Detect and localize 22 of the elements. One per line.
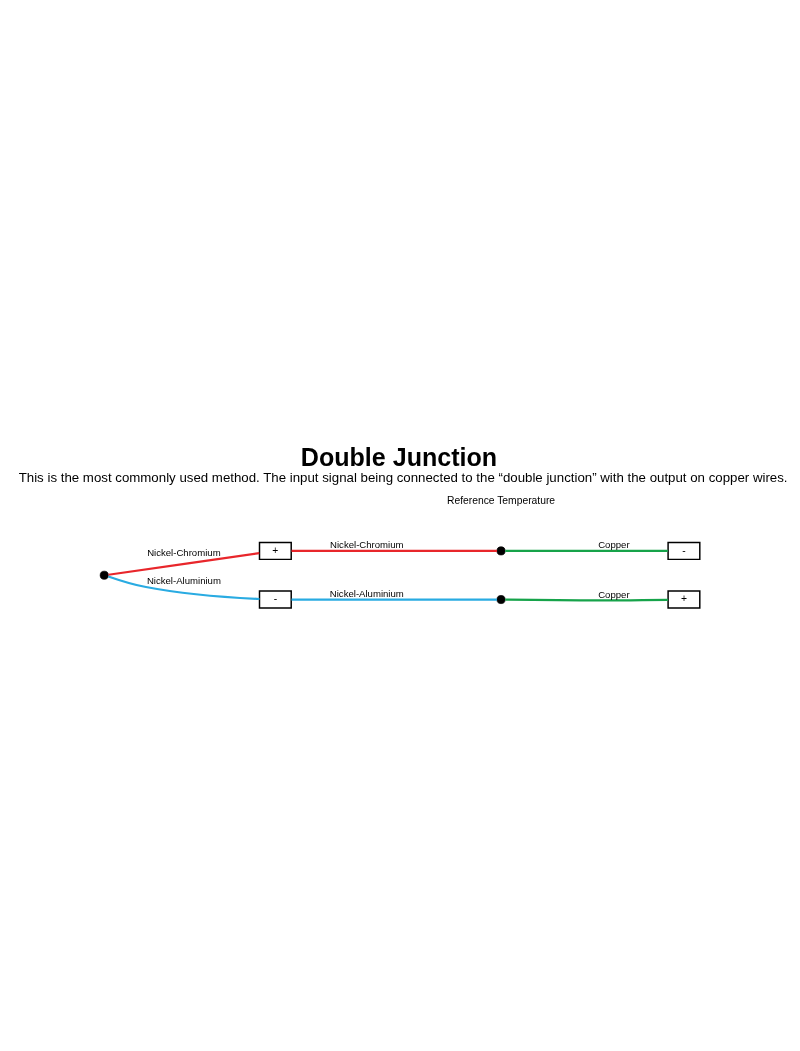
connector bbox=[291, 549, 497, 552]
edge-label: Nickel-Chromium bbox=[330, 538, 404, 550]
connector bbox=[108, 574, 260, 600]
node-circle bbox=[99, 570, 109, 580]
node-box: - bbox=[667, 541, 701, 560]
edge-label: Nickel-Chromium bbox=[147, 546, 221, 558]
connector bbox=[505, 598, 668, 601]
connector bbox=[291, 597, 497, 601]
node-circle bbox=[496, 594, 506, 604]
diagram-title: Double Junction bbox=[300, 442, 498, 471]
node-circle bbox=[496, 545, 506, 555]
caption: This is the most commonly used method. The input signal being connected to the “double junction” with the output on copper wires. bbox=[18, 469, 788, 485]
edge-label: Nickel-Aluminium bbox=[146, 574, 221, 586]
edge-label: Copper bbox=[598, 588, 630, 600]
label: Reference Temperature bbox=[446, 494, 556, 506]
node-box: - bbox=[258, 589, 292, 609]
connector bbox=[505, 549, 668, 552]
edge-label: Copper bbox=[598, 538, 630, 550]
node-box: + bbox=[667, 589, 701, 609]
connector bbox=[108, 551, 260, 576]
node-box: + bbox=[258, 541, 292, 560]
edge-label: Nickel-Aluminium bbox=[329, 587, 404, 599]
